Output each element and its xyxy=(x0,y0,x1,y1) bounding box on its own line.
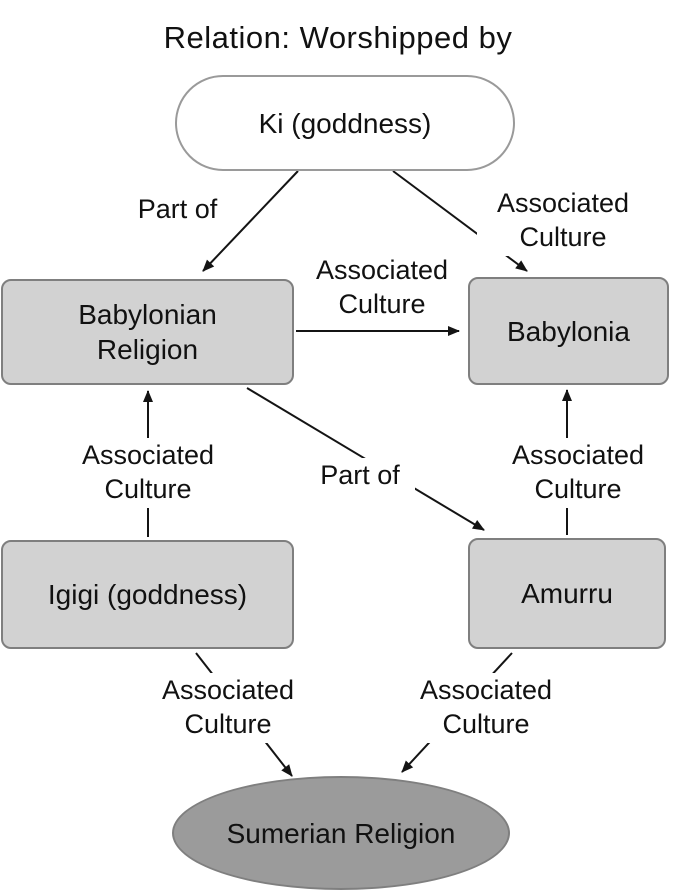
edge-label-associated-culture: Associated Culture xyxy=(477,186,649,256)
edge-ki-babrel xyxy=(202,170,299,272)
node-sumerian-religion: Sumerian Religion xyxy=(172,776,510,890)
node-ki-label: Ki (goddness) xyxy=(258,107,432,139)
edge-label-associated-culture: Associated Culture xyxy=(490,438,666,508)
edge-label-associated-culture: Associated Culture xyxy=(398,673,574,743)
edge-label-part-of: Part of xyxy=(305,458,415,494)
node-igigi-label: Igigi (goddness) xyxy=(47,579,248,610)
edge-label-associated-culture: Associated Culture xyxy=(296,253,468,323)
node-sumerian-religion-label: Sumerian Religion xyxy=(226,817,456,849)
node-ki: Ki (goddness) xyxy=(175,75,515,171)
node-amurru-label: Amurru xyxy=(521,578,613,609)
node-babylonia-label: Babylonia xyxy=(507,315,630,347)
diagram-title: Relation: Worshipped by xyxy=(163,20,513,55)
node-babylonian-religion: Babylonian Religion xyxy=(1,279,294,385)
node-babylonia: Babylonia xyxy=(468,277,669,385)
edge-label-associated-culture: Associated Culture xyxy=(60,438,236,508)
edge-label-part-of: Part of xyxy=(120,192,235,228)
edge-label-associated-culture: Associated Culture xyxy=(140,673,316,743)
node-babylonian-religion-label: Babylonian Religion xyxy=(78,299,217,365)
node-amurru: Amurru xyxy=(468,538,666,649)
node-igigi: Igigi (goddness) xyxy=(1,540,294,649)
